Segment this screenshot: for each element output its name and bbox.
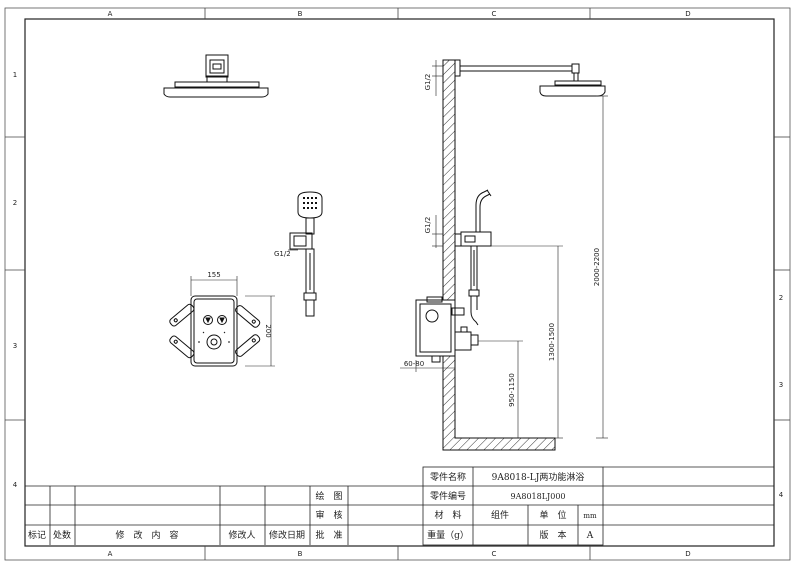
overhead-shower-plate — [163, 87, 269, 98]
zone-col-c-bottom: C — [492, 550, 497, 558]
temperature-knob — [206, 334, 222, 350]
wall-depth-label: 60-80 — [404, 360, 424, 368]
overhead-shower-side — [454, 59, 606, 97]
panel-height-label: 200 — [264, 324, 272, 337]
panel-dim-lines — [190, 276, 275, 367]
thread-label-middle: G1/2 — [424, 217, 432, 234]
rev-content-header: 修 改 内 容 — [115, 529, 178, 541]
zone-row-3-right: 3 — [779, 381, 783, 389]
approve-label: 批 准 — [315, 529, 342, 541]
part-no-value: 9A8018LJ000 — [510, 492, 565, 501]
side-valve-handle — [454, 331, 472, 351]
rev-modifier-header: 修改人 — [228, 529, 255, 541]
zone-row-2-right: 2 — [779, 294, 783, 302]
unit-value: mm — [583, 512, 597, 520]
outer-frame — [4, 7, 791, 561]
rev-mark-header: 标记 — [28, 529, 46, 541]
zone-row-4-left: 4 — [13, 481, 18, 489]
wall-section — [442, 59, 556, 451]
hand-shower-side — [454, 189, 492, 326]
holder-height-label: 1300-1500 — [548, 323, 556, 361]
hand-shower-head — [297, 191, 323, 219]
head-height-label: 2000-2200 — [593, 248, 601, 286]
function-button-right — [217, 315, 227, 325]
zone-col-b-bottom: B — [298, 550, 303, 558]
valve-side — [415, 296, 479, 363]
drawn-label: 绘 图 — [315, 490, 342, 502]
check-label: 审 核 — [315, 509, 342, 521]
zone-col-a-top: A — [108, 10, 113, 18]
zone-row-1-left: 1 — [13, 71, 17, 79]
panel-width-label: 155 — [207, 271, 220, 279]
material-value: 组件 — [491, 509, 509, 521]
valve-panel-front — [169, 295, 261, 367]
zone-col-b-top: B — [298, 10, 303, 18]
zone-row-3-left: 3 — [13, 342, 17, 350]
zone-col-d-bottom: D — [685, 550, 690, 558]
weight-label: 重量（g） — [427, 529, 469, 541]
unit-label: 单 位 — [539, 509, 566, 521]
zone-col-c-top: C — [492, 10, 497, 18]
function-button-left — [203, 315, 213, 325]
title-block-grid — [25, 466, 774, 546]
side-dim-lines — [400, 60, 608, 439]
zone-ticks — [5, 8, 790, 560]
thread-label-top: G1/2 — [424, 74, 432, 91]
zone-col-d-top: D — [685, 10, 690, 18]
material-label: 材 料 — [434, 509, 461, 521]
shower-arm — [459, 65, 573, 72]
shower-arm-mount — [205, 54, 229, 78]
part-name-label: 零件名称 — [430, 471, 466, 483]
thread-label-handshower: G1/2 — [274, 250, 291, 258]
overhead-shower-front — [163, 54, 269, 98]
version-label: 版 本 — [539, 529, 566, 541]
zone-col-a-bottom: A — [108, 550, 113, 558]
valve-panel-body — [190, 295, 238, 367]
part-name-value: 9A8018-LJ两功能淋浴 — [492, 471, 585, 483]
wall-holder — [289, 232, 313, 250]
rev-count-header: 处数 — [53, 529, 71, 541]
version-value: A — [586, 531, 594, 541]
hand-shower-front — [288, 191, 323, 317]
zone-row-2-left: 2 — [13, 199, 17, 207]
hand-shower-handle — [305, 217, 315, 235]
inner-frame — [24, 18, 775, 547]
zone-row-4-right: 4 — [779, 491, 784, 499]
rev-date-header: 修改日期 — [269, 529, 305, 541]
part-no-label: 零件编号 — [430, 490, 466, 502]
valve-height-label: 950-1150 — [508, 373, 516, 407]
